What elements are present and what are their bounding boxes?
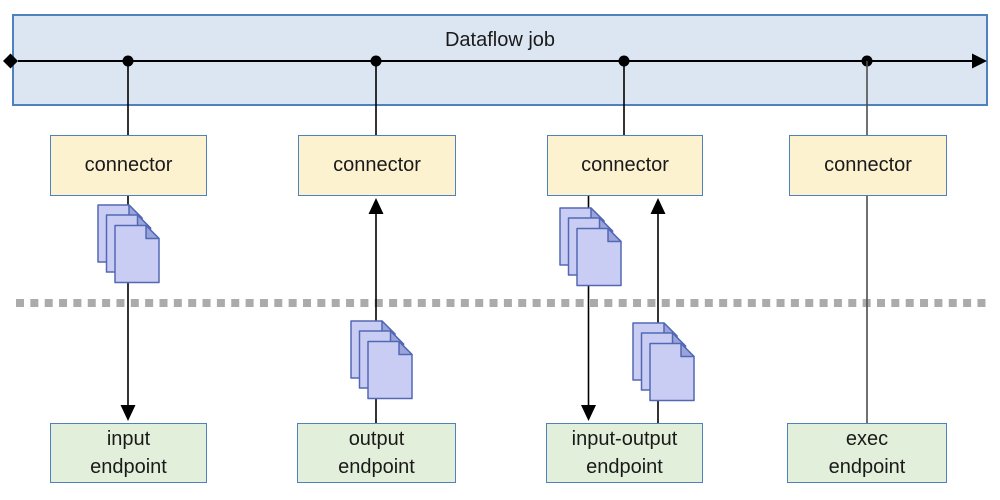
endpoint-label: input endpoint [90, 428, 167, 478]
documents-stack-icon [560, 208, 621, 286]
up-arrowhead-icon [650, 198, 666, 214]
connector-box-input-output: connector [547, 135, 703, 196]
documents-stack-icon [351, 321, 412, 399]
endpoint-label: input-output endpoint [571, 428, 678, 478]
connector-label: connector [333, 154, 421, 176]
down-arrowhead-icon [581, 405, 596, 421]
exec-endpoint-box: exec endpoint [787, 423, 947, 483]
connector-label: connector [824, 154, 912, 176]
up-arrowhead-icon [368, 198, 384, 214]
connector-label: connector [84, 154, 173, 176]
output-endpoint-box: output endpoint [297, 423, 456, 483]
connector-label: connector [581, 154, 669, 176]
endpoint-label: exec endpoint [828, 428, 906, 478]
diagram-title: Dataflow job [444, 29, 556, 51]
connector-box-input: connector [50, 135, 207, 196]
connector-box-exec: connector [789, 135, 947, 196]
endpoint-label: output endpoint [338, 428, 415, 478]
down-arrowhead-icon [120, 405, 136, 421]
documents-stack-icon [633, 323, 694, 401]
documents-stack-icon [98, 205, 159, 283]
input-endpoint-box: input endpoint [50, 423, 207, 483]
input-output-endpoint-box: input-output endpoint [546, 423, 703, 483]
dataflow-job-box: Dataflow job [12, 14, 988, 106]
connector-box-output: connector [298, 135, 456, 196]
